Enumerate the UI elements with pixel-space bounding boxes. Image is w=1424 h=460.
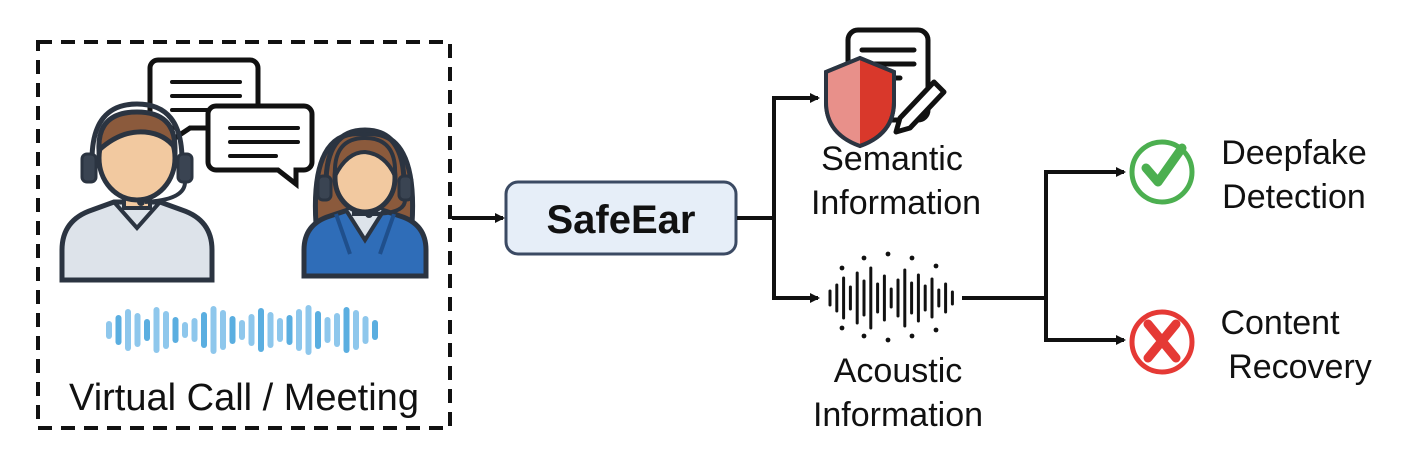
waveform-dot <box>839 325 845 331</box>
acoustic-label-line2: Information <box>813 396 983 434</box>
female-agent-icon <box>301 127 429 279</box>
semantic-label-line2: Information <box>811 184 981 222</box>
waveform-dot <box>933 263 939 269</box>
waveform-dot <box>933 327 939 333</box>
waveform-bar <box>210 306 217 354</box>
waveform-dot <box>861 255 867 261</box>
waveform-bar <box>296 309 302 351</box>
branch-connector <box>737 93 820 303</box>
waveform-bar <box>315 311 321 349</box>
waveform-bar <box>115 315 122 345</box>
check-icon <box>1129 139 1195 205</box>
deepfake-label-line1: Deepfake <box>1221 134 1367 172</box>
waveform-bar <box>191 318 198 342</box>
waveform-bar <box>220 310 226 350</box>
waveform-bar <box>334 313 340 347</box>
meeting-dashed-border <box>36 40 452 430</box>
waveform-bar <box>353 310 359 350</box>
waveform-bar <box>362 316 369 344</box>
waveform-bar <box>286 315 293 345</box>
male-agent-icon <box>59 101 215 283</box>
waveform-bar <box>305 305 312 355</box>
waveform-bar <box>267 312 274 348</box>
waveform-bar <box>153 307 160 353</box>
waveform-dot <box>861 333 867 339</box>
cross-icon <box>1129 309 1195 375</box>
waveform-bar <box>106 321 112 339</box>
waveform-dot <box>885 251 891 257</box>
waveform-bar <box>229 316 236 344</box>
waveform-bar <box>248 314 255 346</box>
speech-bubble-icon <box>205 103 315 190</box>
waveform-bar <box>144 319 150 341</box>
semantic-label-line1: Semantic <box>821 140 963 178</box>
waveform-dot <box>885 337 891 343</box>
waveform-bar <box>324 317 331 343</box>
waveform-bar <box>372 320 378 340</box>
acoustic-label-line1: Acoustic <box>834 352 963 390</box>
waveform-bar <box>163 311 169 349</box>
safeear-label: SafeEar <box>547 198 696 242</box>
meeting-panel: Virtual Call / Meeting <box>36 40 452 430</box>
output-connector <box>962 167 1126 345</box>
semantic-document-shield-icon <box>824 27 947 149</box>
content-label-line2: Recovery <box>1228 348 1372 386</box>
meeting-label: Virtual Call / Meeting <box>69 377 419 419</box>
content-label-line1: Content <box>1220 304 1340 342</box>
waveform-bar <box>201 312 207 348</box>
deepfake-label-line2: Detection <box>1222 178 1366 216</box>
waveform-bar <box>125 309 131 351</box>
acoustic-waveform-icon <box>828 251 954 343</box>
safeear-box <box>504 180 738 256</box>
audio-waveform-icon <box>106 305 378 355</box>
waveform-bar <box>239 320 245 340</box>
waveform-bar <box>134 313 141 347</box>
waveform-bar <box>182 322 188 338</box>
waveform-dot <box>839 265 845 271</box>
waveform-dot <box>909 255 915 261</box>
waveform-bar <box>343 307 350 353</box>
waveform-bar <box>277 318 283 342</box>
waveform-bar <box>258 308 264 352</box>
safeear-module: SafeEar <box>504 180 738 256</box>
waveform-dot <box>909 333 915 339</box>
waveform-bar <box>172 317 179 343</box>
